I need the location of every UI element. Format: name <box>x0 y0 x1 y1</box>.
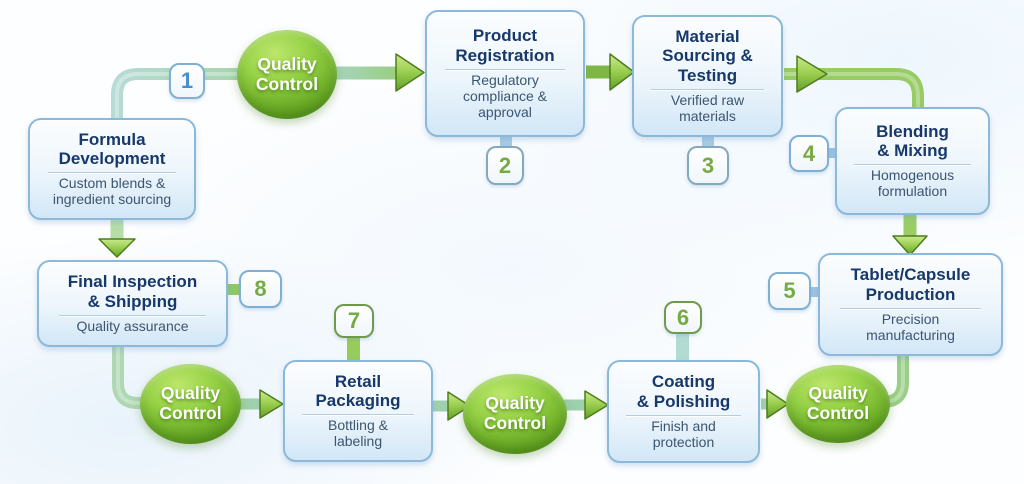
step-title: Final Inspection & Shipping <box>67 272 198 311</box>
connector-material-sourcing-to-blending <box>784 55 924 108</box>
step-number-badge-3: 3 <box>687 146 729 185</box>
connector-qc-middle-to-coating <box>563 390 609 420</box>
divider <box>625 414 742 416</box>
divider <box>48 172 176 174</box>
step-box-retail-packaging: Retail Packaging Bottling & labeling <box>283 360 433 462</box>
quality-control-node-bottom-left: Quality Control <box>140 364 241 444</box>
quality-control-node-bottom-right: Quality Control <box>786 365 890 443</box>
connector-retail-to-qc-middle <box>433 391 471 421</box>
step-box-material-sourcing-testing: Material Sourcing & Testing Verified raw… <box>632 15 783 137</box>
connector-qc-bottomleft-to-retail <box>238 389 284 419</box>
step-number-badge-8: 8 <box>239 270 282 308</box>
connector-qc-top-to-product-registration <box>330 53 425 92</box>
step-subtitle: Verified raw materials <box>670 91 745 124</box>
step-number-badge-1: 1 <box>169 63 205 99</box>
divider <box>301 414 415 416</box>
step-title: Formula Development <box>58 129 166 169</box>
step-subtitle: Finish and protection <box>651 417 716 450</box>
step-box-formula-development: Formula Development Custom blends & ingr… <box>28 118 196 220</box>
connector-blending-to-tablet <box>892 214 928 256</box>
connector-final-inspection-to-qc-bottomleft <box>112 346 150 409</box>
divider <box>444 68 566 70</box>
step-box-tablet-capsule-production: Tablet/Capsule Production Precision manu… <box>818 253 1003 356</box>
step-number-badge-7: 7 <box>334 304 374 338</box>
step-subtitle: Homogenous formulation <box>870 167 955 200</box>
connector-formula-to-final-inspection <box>98 220 136 258</box>
step-subtitle: Custom blends & ingredient sourcing <box>52 175 172 208</box>
step-subtitle: Precision manufacturing <box>866 310 955 343</box>
quality-control-node-top: Quality Control <box>237 30 337 119</box>
step-number-badge-2: 2 <box>486 146 524 185</box>
step-title: Product Registration <box>455 26 555 65</box>
step-box-product-registration: Product Registration Regulatory complian… <box>425 10 585 137</box>
quality-control-node-bottom-middle: Quality Control <box>463 374 567 454</box>
step-box-blending-mixing: Blending & Mixing Homogenous formulation <box>835 107 990 215</box>
step-title: Coating & Polishing <box>636 372 731 411</box>
step-title: Retail Packaging <box>315 371 401 411</box>
step-subtitle: Quality assurance <box>76 317 189 334</box>
connector-formula-to-qc-top <box>111 68 238 119</box>
divider <box>650 88 765 90</box>
divider <box>854 164 971 166</box>
step-box-final-inspection-shipping: Final Inspection & Shipping Quality assu… <box>37 260 228 347</box>
connector-coating-to-qc-right <box>761 389 789 419</box>
step-title: Blending & Mixing <box>876 121 949 161</box>
step-number-badge-5: 5 <box>768 272 811 310</box>
step-subtitle: Bottling & labeling <box>328 417 388 450</box>
divider <box>839 307 982 309</box>
step-number-badge-4: 4 <box>789 135 829 172</box>
step-title: Tablet/Capsule Production <box>850 265 971 304</box>
divider <box>59 314 206 316</box>
connector-product-registration-to-material-sourcing <box>586 53 635 91</box>
badge-connector-stubs <box>226 135 837 361</box>
step-subtitle: Regulatory compliance & approval <box>462 71 548 120</box>
step-number-badge-6: 6 <box>664 301 702 334</box>
step-box-coating-polishing: Coating & Polishing Finish and protectio… <box>607 360 760 463</box>
step-title: Material Sourcing & Testing <box>662 27 753 85</box>
